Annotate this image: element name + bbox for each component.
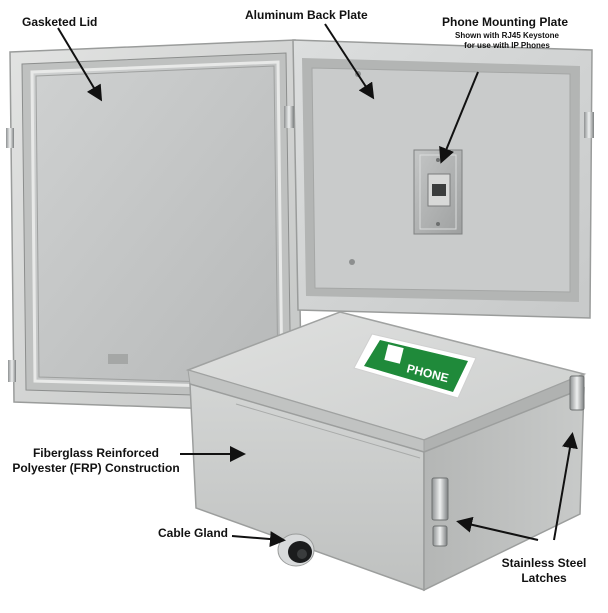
callout-phone-mounting-plate: Phone Mounting Plate xyxy=(442,15,568,29)
arrow-phone-plate xyxy=(439,71,479,164)
back-hinge-top xyxy=(284,106,294,128)
arrow-latch-upper xyxy=(553,432,578,541)
callout-cable-gland: Cable Gland xyxy=(158,526,229,540)
lid-brand-mark xyxy=(108,354,128,364)
latch-upper xyxy=(569,375,585,411)
lid-hinge-top xyxy=(6,128,14,148)
callout-gasketed-lid: Gasketed Lid xyxy=(22,15,98,29)
gasketed-lid xyxy=(6,39,303,413)
arrow-latch-lower xyxy=(456,516,539,541)
arrow-cable-gland xyxy=(231,531,286,548)
callout-latches-line2: Latches xyxy=(521,571,567,585)
callout-frp-line1: Fiberglass Reinforced xyxy=(32,446,160,460)
latch-lower xyxy=(431,477,449,547)
callout-aluminum-back-plate: Aluminum Back Plate xyxy=(245,8,368,22)
callout-phone-note-1: Shown with RJ45 Keystone xyxy=(454,31,560,40)
back-latch-top xyxy=(584,112,594,138)
arrow-back-plate xyxy=(324,23,375,100)
callout-latches-line1: Stainless Steel xyxy=(501,556,587,570)
callout-frp-line2: Polyester (FRP) Construction xyxy=(12,461,180,475)
cable-gland xyxy=(277,533,315,567)
closed-enclosure: PHONE xyxy=(185,311,587,592)
arrow-gasketed-lid xyxy=(57,27,103,102)
callout-arrows xyxy=(57,23,578,548)
phone-sign: PHONE xyxy=(353,333,477,399)
phone-mounting-plate xyxy=(413,149,463,235)
phone-handset-icon xyxy=(384,344,404,364)
lid-hinge-bottom xyxy=(8,360,16,382)
back-enclosure xyxy=(284,39,594,319)
callout-phone-note-2: for use with IP Phones xyxy=(464,41,550,50)
